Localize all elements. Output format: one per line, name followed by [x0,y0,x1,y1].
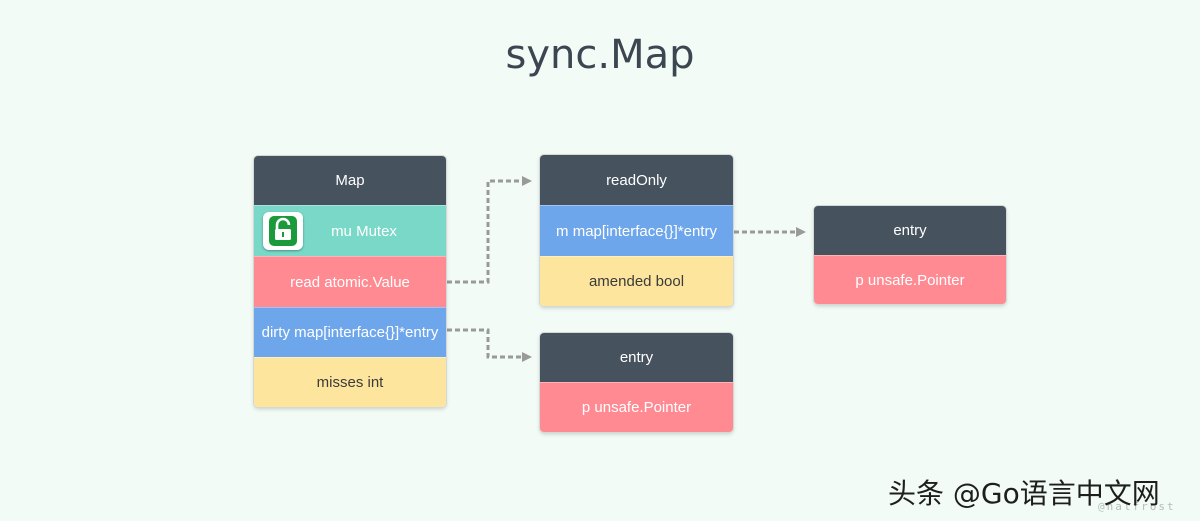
author-watermark: @halfrost [1098,500,1176,513]
unlock-icon [263,212,303,250]
entry-struct-bottom: entry p unsafe.Pointer [540,333,733,432]
entry-right-field-p: p unsafe.Pointer [814,255,1006,304]
map-struct: Map mu Mutex read atomic.Value dirty map… [254,156,446,407]
arrow-read-to-readonly [447,176,532,284]
readonly-header-label: readOnly [606,171,667,189]
entry-bottom-header: entry [540,333,733,382]
map-field-read: read atomic.Value [254,256,446,307]
map-field-misses-label: misses int [316,374,384,391]
diagram-title: sync.Map [505,32,695,78]
readonly-struct: readOnly m map[interface{}]*entry amende… [540,155,733,306]
readonly-header: readOnly [540,155,733,205]
map-field-dirty-label: dirty map[interface{}]*entry [261,324,439,341]
map-field-misses: misses int [254,357,446,407]
map-field-read-label: read atomic.Value [290,273,410,291]
readonly-field-amended-label: amended bool [588,273,685,290]
entry-bottom-header-label: entry [619,349,654,366]
readonly-field-m-label: m map[interface{}]*entry [556,222,717,240]
entry-bottom-field-p-label: p unsafe.Pointer [581,399,692,416]
arrow-dirty-to-entry [447,328,532,362]
readonly-field-amended: amended bool [540,256,733,306]
entry-right-header: entry [814,206,1006,255]
entry-bottom-field-p: p unsafe.Pointer [540,382,733,432]
map-field-dirty: dirty map[interface{}]*entry [254,307,446,357]
entry-struct-right: entry p unsafe.Pointer [814,206,1006,304]
map-field-mu: mu Mutex [254,205,446,256]
map-header: Map [254,156,446,205]
map-field-mu-label: mu Mutex [331,222,397,240]
entry-right-header-label: entry [893,222,927,239]
source-watermark: 头条 @Go语言中文网 [888,477,1160,510]
entry-right-field-p-label: p unsafe.Pointer [855,271,965,289]
map-header-label: Map [335,172,365,189]
readonly-field-m: m map[interface{}]*entry [540,205,733,256]
